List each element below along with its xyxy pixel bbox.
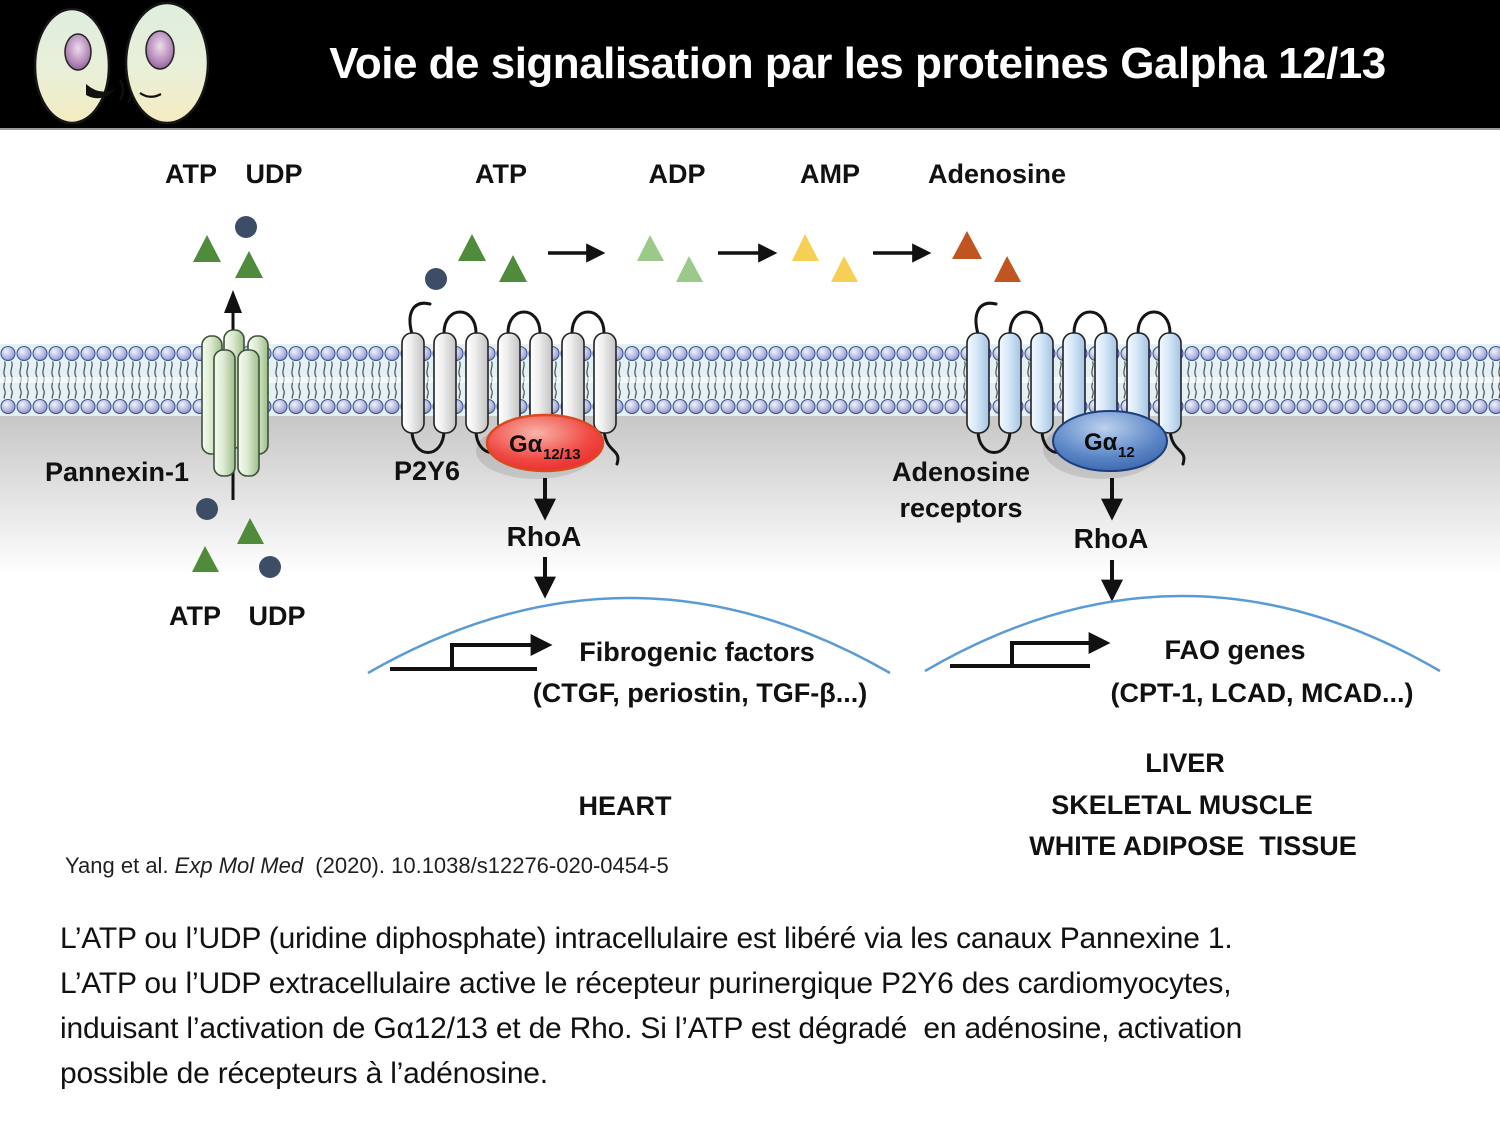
label-adenosine-receptors-2: receptors bbox=[899, 493, 1022, 523]
page-title: Voie de signalisation par les proteines … bbox=[329, 39, 1386, 88]
label-white-adipose: WHITE ADIPOSE TISSUE bbox=[1029, 831, 1357, 861]
label-rhoa-left: RhoA bbox=[507, 521, 582, 552]
signaling-pathway-diagram: Gα 12/13 Gα 12 bbox=[0, 159, 1500, 861]
label-adp: ADP bbox=[648, 159, 705, 189]
label-fibrogenic-factors: Fibrogenic factors bbox=[579, 637, 815, 667]
label-amp: AMP bbox=[800, 159, 860, 189]
adenosine-triangle bbox=[994, 256, 1021, 282]
caption-line: L’ATP ou l’UDP extracellulaire active le… bbox=[60, 967, 1232, 1000]
promoter-right bbox=[950, 632, 1111, 668]
nucleotides-adp-group bbox=[637, 235, 703, 282]
header-bar: Voie de signalisation par les proteines … bbox=[0, 0, 1500, 130]
atp-triangle bbox=[237, 518, 264, 544]
label-skeletal-muscle: SKELETAL MUSCLE bbox=[1051, 790, 1313, 820]
cell-left-icon bbox=[33, 7, 116, 125]
label-liver: LIVER bbox=[1145, 748, 1225, 778]
atp-triangle bbox=[193, 235, 221, 262]
citation: Yang et al. Exp Mol Med (2020). 10.1038/… bbox=[65, 853, 669, 879]
caption-line: induisant l’activation de Gα12/13 et de … bbox=[60, 1012, 1243, 1045]
nucleus-arc-left bbox=[367, 596, 891, 675]
atp-triangle bbox=[235, 251, 263, 278]
galpha-12-label: Gα bbox=[1084, 429, 1118, 456]
adenosine-receptor bbox=[966, 301, 1186, 466]
nucleus-arc-right bbox=[924, 594, 1441, 673]
label-heart: HEART bbox=[579, 791, 673, 821]
label-adenosine-receptors-1: Adenosine bbox=[892, 457, 1030, 487]
cell-right-icon bbox=[124, 1, 210, 125]
amp-triangle bbox=[831, 256, 858, 282]
caption-line: possible de récepteurs à l’adénosine. bbox=[60, 1057, 548, 1090]
citation-authors: Yang et al. bbox=[65, 853, 175, 878]
release-arrow-head bbox=[224, 290, 242, 313]
label-p2y6: P2Y6 bbox=[394, 456, 460, 486]
nucleotides-extracellular-left bbox=[193, 216, 263, 278]
citation-doi: (2020). 10.1038/s12276-020-0454-5 bbox=[303, 853, 669, 878]
udp-circle bbox=[425, 268, 447, 290]
mouth-icon bbox=[139, 92, 162, 98]
label-rhoa-right: RhoA bbox=[1074, 523, 1149, 554]
label-udp-top-left: UDP bbox=[245, 159, 302, 189]
nucleotides-atp-group bbox=[425, 234, 527, 290]
citation-journal: Exp Mol Med bbox=[174, 853, 304, 878]
adp-triangle bbox=[676, 256, 703, 282]
adenosine-triangle bbox=[952, 231, 982, 259]
caption-line: L’ATP ou l’UDP (uridine diphosphate) int… bbox=[60, 922, 1233, 955]
label-fibrogenic-genes: (CTGF, periostin, TGF-β...) bbox=[533, 678, 867, 708]
mouth-icon bbox=[86, 84, 116, 99]
talking-cells-logo bbox=[33, 1, 210, 125]
adp-triangle bbox=[637, 235, 664, 261]
nucleotides-intracellular-left bbox=[192, 498, 281, 578]
label-atp-bottom: ATP bbox=[169, 601, 221, 631]
atp-triangle bbox=[458, 234, 486, 261]
caption-paragraph: L’ATP ou l’UDP (uridine diphosphate) int… bbox=[60, 916, 1470, 1096]
label-fao-gene-list: (CPT-1, LCAD, MCAD...) bbox=[1111, 678, 1414, 708]
atp-triangle bbox=[499, 255, 527, 282]
label-pannexin: Pannexin-1 bbox=[45, 457, 189, 487]
nucleotides-adenosine-group bbox=[952, 231, 1021, 282]
galpha-12-13-protein: Gα 12/13 bbox=[476, 413, 605, 479]
udp-circle bbox=[235, 216, 257, 238]
atp-triangle bbox=[192, 546, 219, 572]
udp-circle bbox=[196, 498, 218, 520]
udp-circle bbox=[259, 556, 281, 578]
label-atp-top-left: ATP bbox=[165, 159, 217, 189]
label-atp-top-mid: ATP bbox=[475, 159, 527, 189]
label-adenosine: Adenosine bbox=[928, 159, 1066, 189]
galpha-12-protein: Gα 12 bbox=[1043, 410, 1168, 479]
pannexin-channel bbox=[201, 290, 269, 500]
galpha-12-13-label: Gα bbox=[509, 431, 543, 458]
amp-triangle bbox=[792, 234, 819, 261]
galpha-12-subscript: 12 bbox=[1118, 444, 1135, 461]
nucleotides-amp-group bbox=[792, 234, 858, 282]
label-fao-genes: FAO genes bbox=[1164, 635, 1305, 665]
galpha-12-13-subscript: 12/13 bbox=[543, 446, 581, 463]
label-udp-bottom: UDP bbox=[248, 601, 305, 631]
promoter-left bbox=[390, 634, 553, 671]
